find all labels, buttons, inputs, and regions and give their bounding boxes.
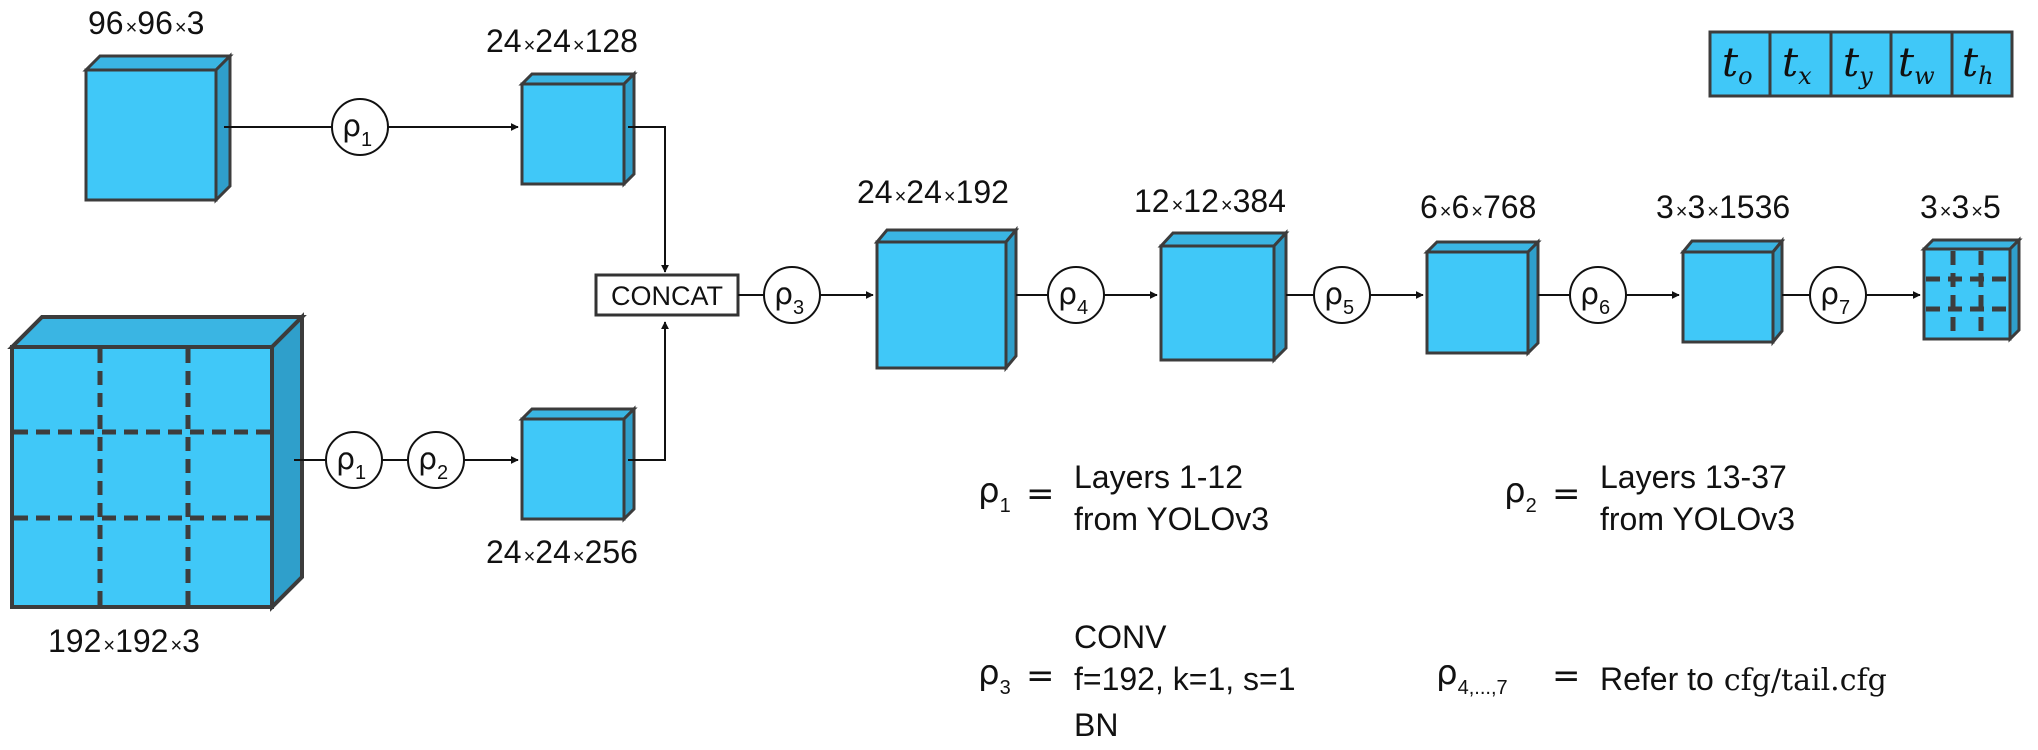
op-rho6: ρ6 [1569,266,1627,324]
svg-text:ρ1: ρ1 [336,442,366,484]
concat-label: CONCAT [611,281,723,311]
svg-text:from YOLOv3: from YOLOv3 [1600,501,1795,537]
svg-text:Layers 1-12: Layers 1-12 [1074,459,1243,495]
svg-text:ρ2: ρ2 [1504,471,1537,517]
output-cell-h: th [1962,40,1994,90]
op-rho7: ρ7 [1809,266,1867,324]
svg-text:from YOLOv3: from YOLOv3 [1074,501,1269,537]
branch-top-dims: 24×24×128 [486,23,638,59]
op-rho5: ρ5 [1313,266,1371,324]
output-vector: to tx ty tw th [1708,30,2014,98]
svg-text:ρ7: ρ7 [1820,277,1850,319]
input-large-dims: 192×192×3 [48,623,200,659]
tensor-3x3x1536-dims: 3×3×1536 [1656,189,1790,225]
concat-block: CONCAT [594,273,740,317]
tensor-6x6x768 [1423,238,1542,357]
tensor-24x24x192-dims: 24×24×192 [857,174,1009,210]
output-cell-x: tx [1782,40,1812,90]
svg-text:=: = [1026,474,1055,514]
legend-rho1: ρ1 = Layers 1-12 from YOLOv3 [978,459,1269,537]
tensor-3x3x5-output [1920,236,2023,343]
input-large-tensor [7,312,307,612]
op-rho4: ρ4 [1047,266,1105,324]
svg-text:ρ6: ρ6 [1580,277,1610,319]
legend-rho3: ρ3 = CONV f=192, k=1, s=1 BN [978,619,1296,743]
output-cell-o: to [1722,40,1753,90]
tensor-12x12x384-dims: 12×12×384 [1134,183,1286,219]
svg-text:ρ4: ρ4 [1058,277,1088,319]
input-small-tensor [82,52,234,204]
svg-text:f=192, k=1, s=1: f=192, k=1, s=1 [1074,661,1296,697]
svg-text:ρ4,...,7: ρ4,...,7 [1436,653,1508,699]
tensor-3x3x5-dims: 3×3×5 [1920,189,2001,225]
svg-text:ρ3: ρ3 [978,653,1011,699]
svg-text:ρ2: ρ2 [418,442,448,484]
branch-bottom-tensor [518,405,638,523]
svg-text:=: = [1026,656,1055,696]
tensor-3x3x1536 [1679,236,1786,347]
output-cell-y: ty [1843,40,1873,90]
output-cell-w: tw [1898,40,1935,90]
legend-rho2: ρ2 = Layers 13-37 from YOLOv3 [1504,459,1795,537]
branch-top-tensor [518,70,638,188]
svg-text:Layers 13-37: Layers 13-37 [1600,459,1787,495]
svg-text:BN: BN [1074,707,1118,743]
op-rho1-bottom: ρ1 [325,431,383,489]
svg-text:=: = [1552,474,1581,514]
tensor-6x6x768-dims: 6×6×768 [1420,189,1536,225]
svg-text:ρ5: ρ5 [1324,277,1354,319]
branch-bottom-dims: 24×24×256 [486,534,638,570]
tensor-12x12x384 [1157,229,1290,364]
svg-text:ρ1: ρ1 [342,109,372,151]
svg-text:ρ3: ρ3 [774,277,804,319]
op-rho1-top: ρ1 [331,98,389,156]
svg-text:CONV: CONV [1074,619,1167,655]
svg-text:=: = [1552,656,1581,696]
svg-text:ρ1: ρ1 [978,471,1011,517]
tensor-24x24x192 [873,225,1020,373]
input-small-dims: 96×96×3 [88,5,204,41]
op-rho2: ρ2 [407,431,465,489]
op-rho3: ρ3 [763,266,821,324]
